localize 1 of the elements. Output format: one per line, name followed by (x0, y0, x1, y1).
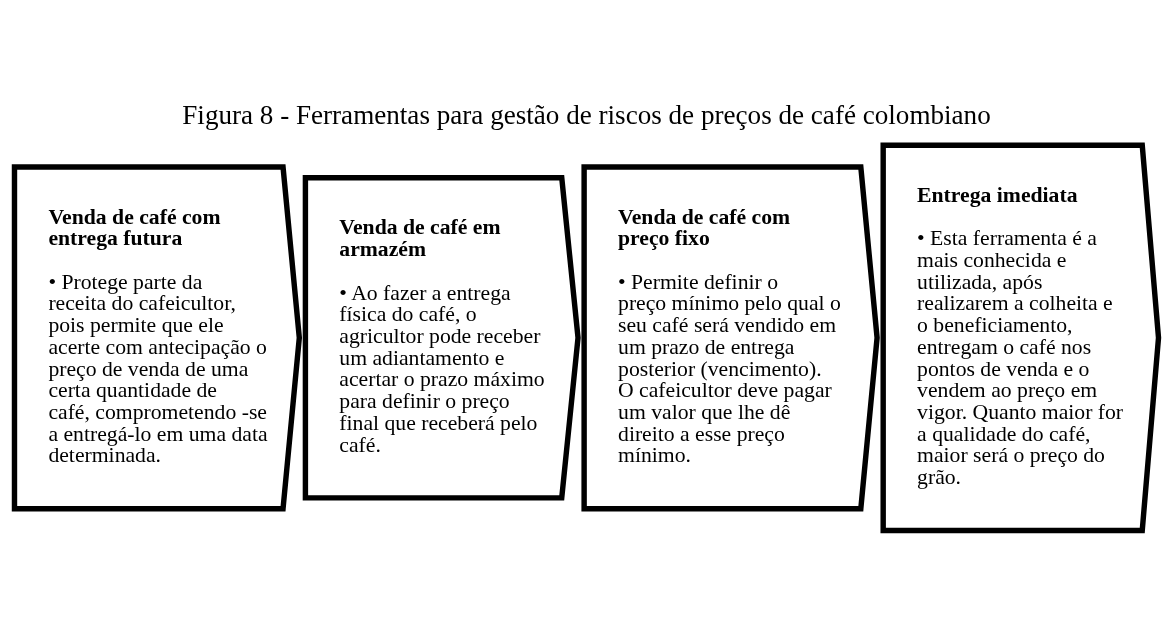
diagram-title: Figura 8 - Ferramentas para gestão de riscos de preços de café colombiano (182, 99, 991, 130)
